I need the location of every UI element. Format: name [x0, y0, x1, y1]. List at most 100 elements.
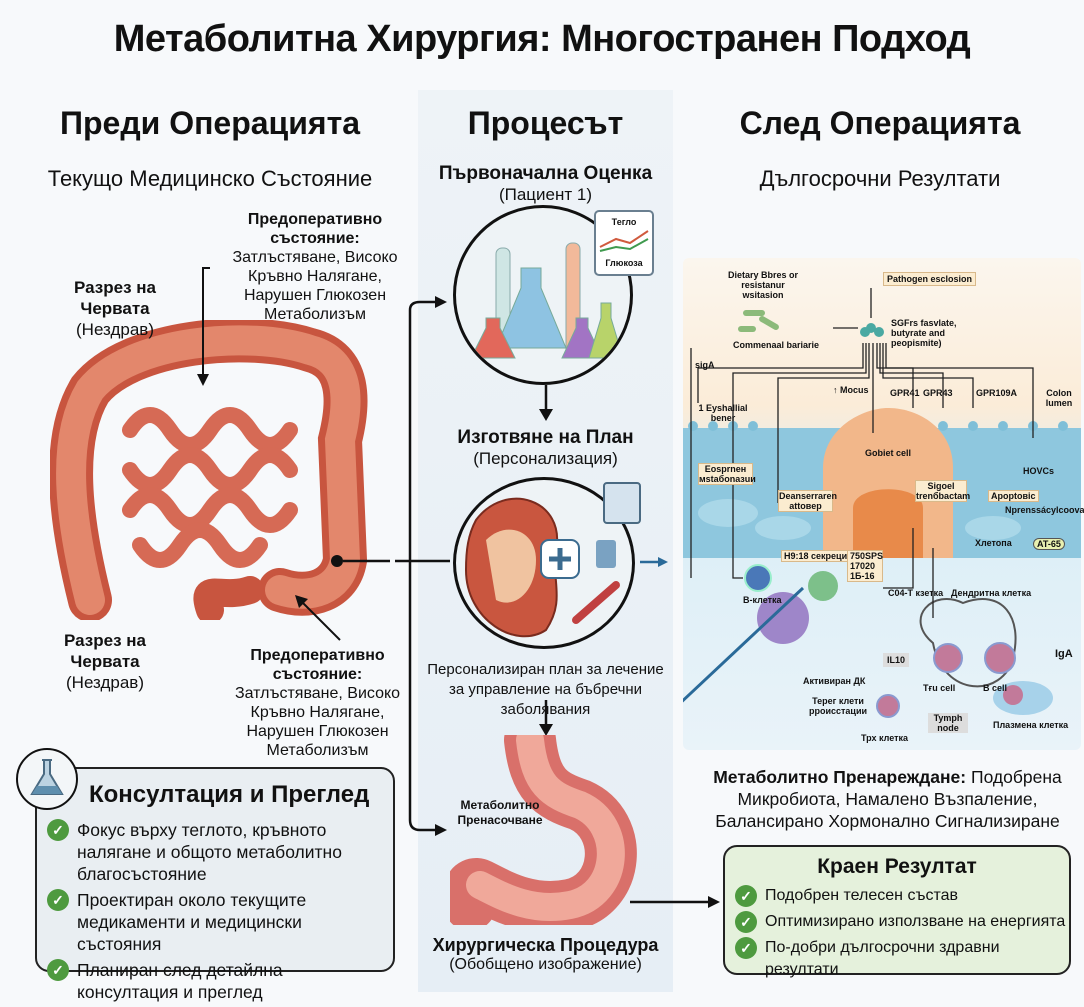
flask-icon: [16, 748, 78, 810]
pathogen-label: Pathogen esclosion: [883, 272, 977, 286]
check-icon: ✓: [735, 885, 757, 907]
b-cell-bg-label: B-клетка: [743, 595, 782, 605]
before-subtitle: Текущо Медицинско Състояние: [47, 166, 373, 191]
at-label: AT-65: [1033, 538, 1065, 550]
final-result-box: Краен Резултат ✓Подобрен телесен състав …: [723, 845, 1071, 978]
state-top: Предоперативно състояние: Затлъстяване, …: [215, 210, 415, 324]
dietary-label: Dietary Bbres or resistanur wsitasion: [727, 270, 799, 300]
eospr-label: Eospr­neн мstaбonaзuи: [698, 463, 756, 485]
npren-label: Nprenssácylcoova: [1005, 505, 1084, 515]
step3-note: (Обобщено изображение): [449, 956, 642, 973]
final-item: ✓ Подобрен телесен състав: [735, 885, 1069, 907]
check-icon: ✓: [47, 819, 69, 841]
tfh-cell-label: Tғu cell: [923, 683, 956, 693]
b-cell-label: B cell: [983, 683, 1008, 693]
stomach-label: Метаболитно Пренасочване: [457, 798, 543, 827]
weight-glucose-chart-icon: Тегло Глюкоза: [594, 210, 654, 276]
state-bottom-title: Предоперативно състояние:: [250, 647, 385, 683]
hovcs-label: HOVCs: [1023, 466, 1055, 476]
gut-immune-diagram: Dietary Bbres or resistanur wsitasion Pa…: [683, 258, 1084, 750]
step2-heading: Изготвяне на План (Персонализация): [418, 427, 673, 469]
deans-label: Deanserraren attoвер: [778, 490, 838, 512]
consultation-box: Консултация и Преглед ✓ Фокус върху тегло…: [35, 767, 395, 1002]
trx-cell-label: Трх клетка: [861, 733, 909, 743]
gut-label-top-title: Разрез на Червата: [74, 278, 156, 318]
step2-caption: Персонализиран план за лечение за управл…: [427, 661, 664, 718]
gut-label-top-note: (Нездрав): [76, 320, 154, 339]
document-icon: [603, 482, 641, 524]
consult-item: ✓ Фокус върху теглото, кръвното налягане …: [47, 819, 387, 885]
codes-label: 750SPS 17020 1Б-16: [847, 550, 883, 582]
activated-dc-label: Активиран ДК: [803, 676, 866, 686]
chart-top-label: Тегло: [611, 217, 637, 227]
final-item-text: Подобрен телесен състав: [765, 887, 958, 904]
state-bottom-text: Затлъстяване, Високо Кръвно Налягане, На…: [234, 685, 401, 759]
step3-heading: Хирургическа Процедура (Обобщено изображ…: [418, 935, 673, 974]
metabolic-summary: Метаболитно Пренареждане: Подобрена Микр…: [700, 766, 1075, 832]
gut-label-bottom-note: (Нездрав): [66, 673, 144, 692]
summary-text: Подобрена Микробиота, Намалено Възпалени…: [715, 767, 1062, 831]
gut-label-bottom-title: Разрез на Червата: [64, 631, 146, 671]
siga-label: sigA: [695, 360, 715, 370]
after-heading: След Операцията: [739, 105, 1021, 141]
lymph-node-label: Tymph node: [928, 713, 968, 733]
apoptotic-label: Apoptoвic: [988, 490, 1039, 502]
consult-item: ✓ Проектиран около текущите медикаменти и…: [47, 889, 387, 955]
check-icon: ✓: [47, 959, 69, 981]
down-arrow: [539, 385, 553, 421]
gpr43-label: GPR43: [923, 388, 953, 398]
gpr41-label: GPR41: [890, 388, 920, 398]
state-bottom-arrow: [295, 595, 341, 641]
consultation-title: Консултация и Преглед: [89, 781, 370, 808]
step1-heading: Първоначална Оценка (Пациент 1): [418, 163, 673, 205]
step1-title: Първоначална Оценка: [438, 163, 653, 184]
treg-label: Терег клети рроисстации: [808, 696, 868, 716]
epithelial-label: 1 Eyshallial bener: [698, 403, 748, 423]
check-icon: ✓: [735, 937, 757, 959]
consult-item-text: Фокус върху теглото, кръвното налягане и…: [77, 820, 342, 884]
right-arrow-final: [630, 896, 720, 908]
step2-note: (Персонализация): [473, 449, 618, 468]
il10-label: IL10: [883, 653, 910, 667]
gpr109a-label: GPR109A: [976, 388, 1018, 398]
consult-item-text: Проектиран около текущите медикаменти и …: [77, 890, 307, 954]
lab-tests-circle: [453, 205, 633, 385]
state-top-text: Затлъстяване, Високо Кръвно Налягане, На…: [232, 249, 398, 323]
down-arrow: [539, 700, 553, 736]
before-heading: Преди Операцията: [59, 105, 361, 141]
cd4-label: C04-T кзетка: [888, 588, 944, 598]
consult-item-text: Планиран след детайлна консултация и пре…: [77, 960, 283, 1002]
commensal-label: Commenaal bariarie: [733, 340, 820, 350]
summary-bold: Метаболитно Пренареждане:: [713, 767, 967, 787]
colon-lumen-label: Colon lumen: [1045, 388, 1073, 408]
intestine-illustration: [50, 320, 390, 620]
step3-title: Хирургическа Процедура: [432, 935, 659, 955]
iga-label: IgA: [1055, 648, 1073, 660]
gut-label-top: Разрез на Червата (Нездрав): [45, 277, 185, 340]
consult-item: ✓ Планиран след детайлна консултация и пр…: [47, 959, 387, 1003]
state-bottom: Предоперативно състояние: Затлъстяване, …: [215, 646, 420, 760]
xletona-label: Хлетопа: [975, 538, 1012, 548]
process-heading: Процесът: [467, 105, 624, 141]
scfa-label: SGFrs fasvlate, butyrate and peopismite): [891, 318, 957, 348]
step1-note: (Пациент 1): [498, 185, 593, 204]
right-arrow-small: [640, 557, 668, 567]
final-item: ✓ Оптимизирано използване на енергията: [735, 911, 1069, 933]
final-item: ✓По-добри дългосрочни здравни резултати: [735, 937, 1069, 981]
plasma-cell-label: Плазмена клетка: [993, 720, 1069, 730]
h918-label: H9:18 секреция: [781, 550, 856, 562]
goblet-cell-label: Gobiet cell: [864, 448, 911, 458]
state-top-title: Предоперативно състояние:: [247, 211, 383, 247]
check-icon: ✓: [47, 889, 69, 911]
final-item-text: Оптимизирано използване на енергията: [765, 913, 1066, 930]
stomach-illustration: [442, 714, 640, 933]
after-subtitle: Дългосрочни Резултати: [759, 166, 1001, 191]
mucus-label: ↑ Mocus: [833, 385, 869, 395]
branch-arrows: [395, 296, 450, 836]
state-top-arrow: [197, 267, 210, 386]
gut-label-bottom: Разрез на Червата (Нездрав): [35, 630, 175, 693]
step2-title: Изготвяне на План: [457, 427, 634, 448]
check-icon: ✓: [735, 911, 757, 933]
dendritic-label: Дендритна клетка: [951, 588, 1032, 598]
chart-bottom-label: Глюкоза: [605, 258, 643, 268]
